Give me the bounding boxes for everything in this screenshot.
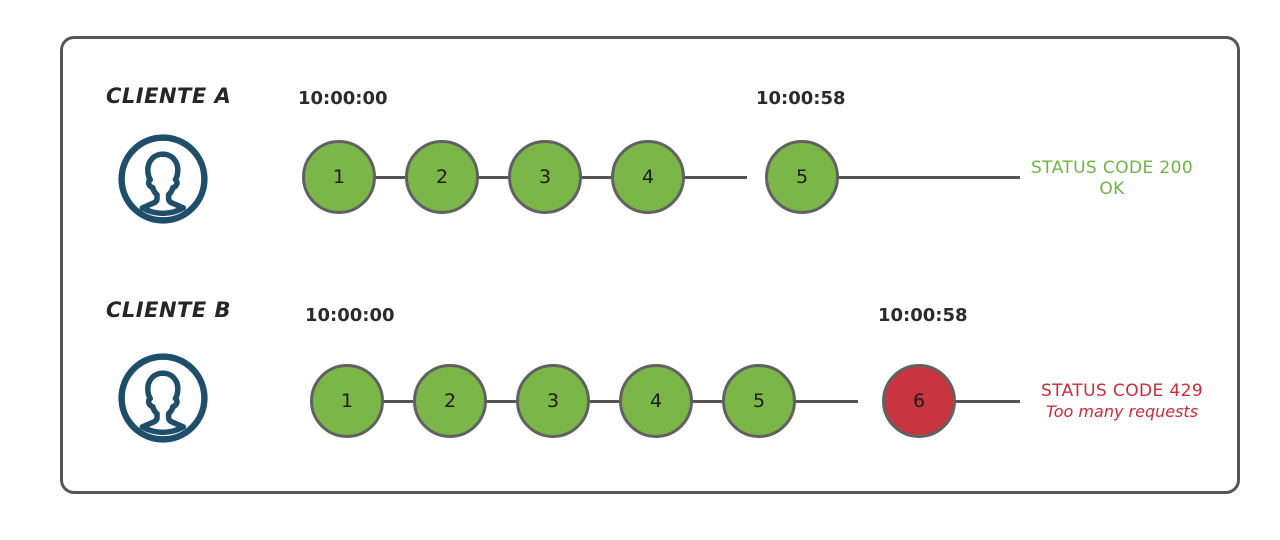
request-node-a-1[interactable]: 1 [302, 140, 376, 214]
request-node-label: 4 [641, 166, 655, 188]
end-timestamp-b: 10:00:58 [878, 305, 968, 326]
client-label-a: CLIENTE A [106, 84, 232, 108]
connector-b-1 [378, 400, 446, 403]
request-node-b-3[interactable]: 3 [516, 364, 590, 438]
request-node-a-4[interactable]: 4 [611, 140, 685, 214]
connector-a-2 [473, 176, 541, 179]
connector-b-tail [955, 400, 1020, 403]
end-timestamp-a: 10:00:58 [756, 88, 846, 109]
connector-b-2 [481, 400, 549, 403]
connector-b-3 [584, 400, 652, 403]
start-timestamp-a: 10:00:00 [298, 88, 388, 109]
request-node-b-5[interactable]: 5 [722, 364, 796, 438]
request-node-b-2[interactable]: 2 [413, 364, 487, 438]
request-node-label: 6 [912, 390, 926, 412]
connector-a-tail [838, 176, 1020, 179]
request-node-label: 3 [538, 166, 552, 188]
user-avatar-icon-a [117, 133, 209, 225]
request-node-a-5[interactable]: 5 [765, 140, 839, 214]
request-node-b-1[interactable]: 1 [310, 364, 384, 438]
status-block-a: STATUS CODE 200 OK [1027, 158, 1197, 199]
request-node-a-3[interactable]: 3 [508, 140, 582, 214]
connector-a-1 [370, 176, 438, 179]
client-label-b: CLIENTE B [106, 298, 232, 322]
request-node-label: 2 [435, 166, 449, 188]
status-block-b: STATUS CODE 429 Too many requests [1027, 381, 1217, 421]
request-node-b-6[interactable]: 6 [882, 364, 956, 438]
request-node-b-4[interactable]: 4 [619, 364, 693, 438]
request-node-label: 5 [795, 166, 809, 188]
status-code-a: STATUS CODE 200 [1030, 158, 1194, 178]
request-node-label: 2 [443, 390, 457, 412]
connector-a-3 [576, 176, 644, 179]
connector-b-4 [687, 400, 755, 403]
connector-a-4 [679, 176, 747, 179]
request-node-label: 4 [649, 390, 663, 412]
status-message-b: Too many requests [1045, 401, 1199, 421]
request-node-label: 1 [340, 390, 354, 412]
connector-b-5 [790, 400, 858, 403]
status-message-a: OK [1099, 178, 1125, 199]
request-node-a-2[interactable]: 2 [405, 140, 479, 214]
request-node-label: 3 [546, 390, 560, 412]
request-node-label: 5 [752, 390, 766, 412]
status-code-b: STATUS CODE 429 [1040, 381, 1204, 401]
request-node-label: 1 [332, 166, 346, 188]
start-timestamp-b: 10:00:00 [305, 305, 395, 326]
user-avatar-icon-b [117, 352, 209, 444]
